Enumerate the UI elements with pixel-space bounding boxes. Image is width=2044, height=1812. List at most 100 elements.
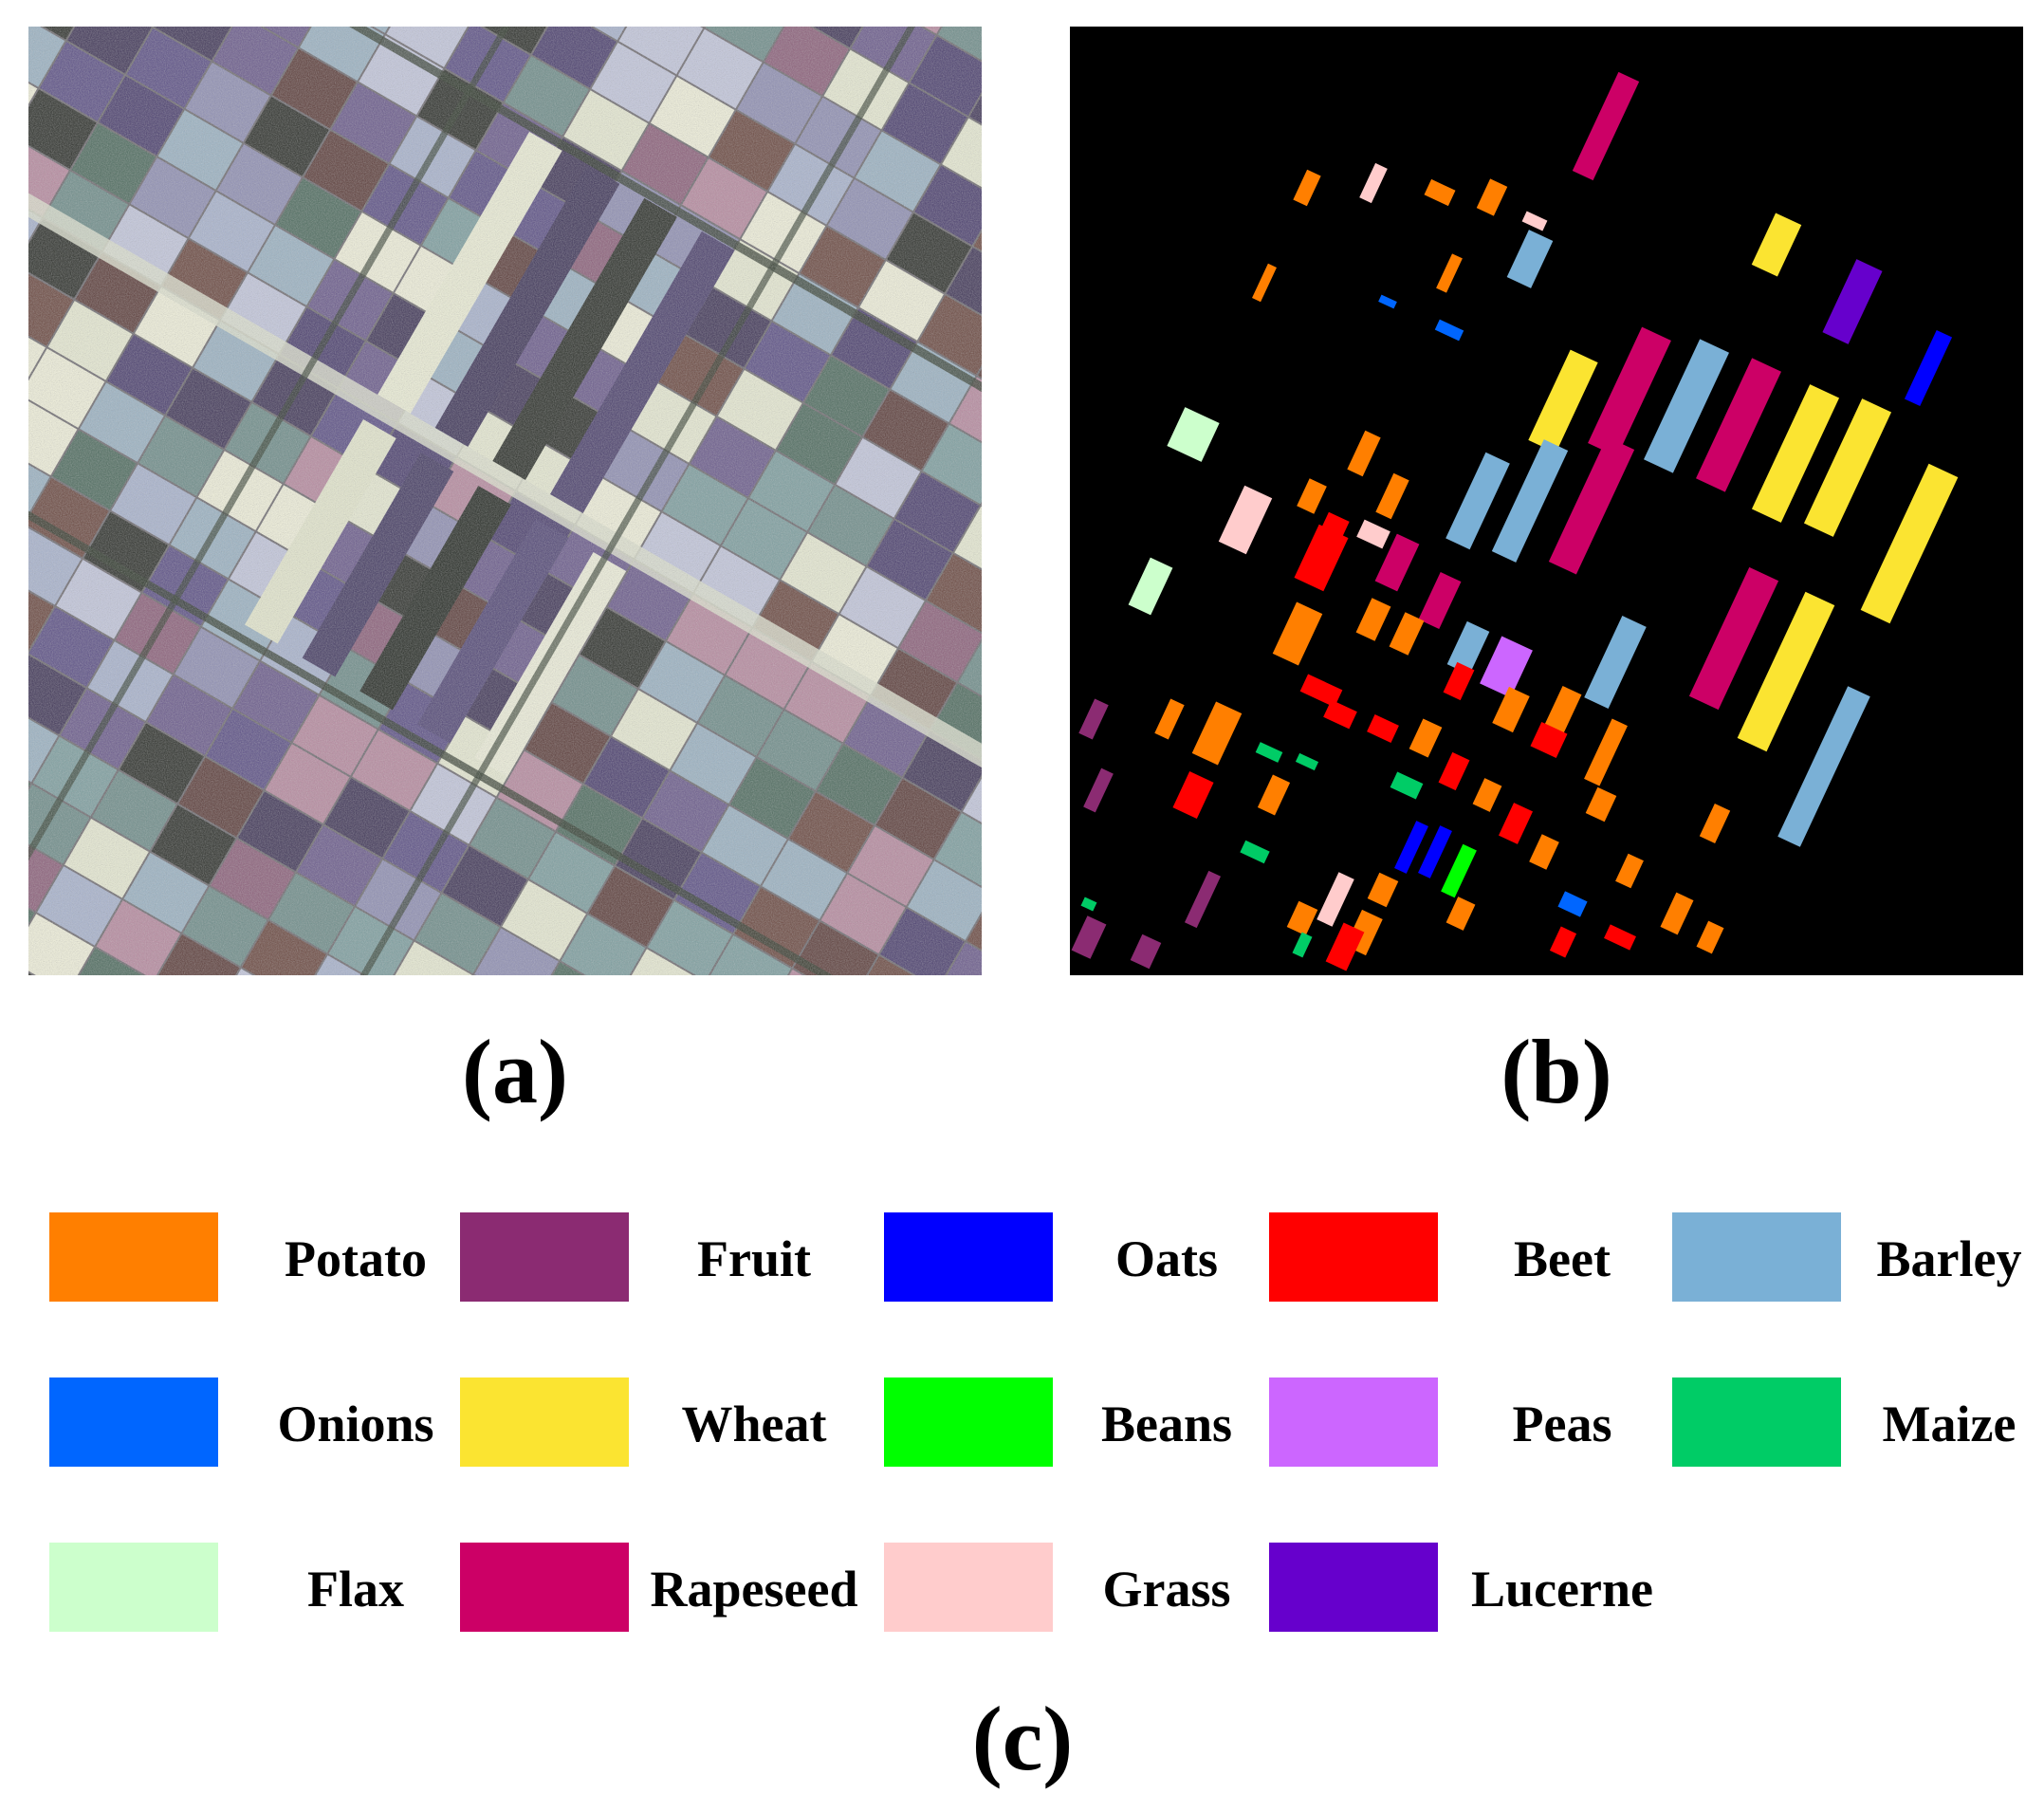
parcel-maize [1255, 742, 1283, 763]
legend-label: Maize [1882, 1396, 2016, 1452]
panel-label-c: (c) [971, 1688, 1074, 1789]
parcel-potato [1293, 169, 1321, 207]
parcel-beet [1294, 524, 1349, 592]
parcel-maize [1292, 932, 1313, 958]
parcel-maize [1080, 897, 1097, 912]
parcel-beet [1530, 721, 1568, 759]
parcel-maize [1240, 840, 1270, 864]
parcel-grass [1356, 519, 1390, 549]
parcel-peas [1480, 636, 1533, 698]
parcel-fruit [1078, 698, 1109, 740]
parcel-wheat [1751, 213, 1802, 277]
parcel-potato [1154, 698, 1185, 740]
legend-swatch [460, 1212, 629, 1302]
parcel-potato [1367, 872, 1399, 908]
parcel-potato [1615, 853, 1644, 889]
parcel-maize [1295, 752, 1319, 771]
parcel-grass [1359, 162, 1388, 204]
panel-label-b: (b) [1501, 1021, 1612, 1122]
parcel-rapeseed [1548, 436, 1635, 575]
legend-label: Flax [307, 1561, 404, 1618]
parcel-potato [1252, 263, 1277, 303]
parcel-barley [1446, 620, 1490, 675]
parcel-potato [1424, 178, 1456, 207]
legend-label: Beans [1100, 1396, 1233, 1452]
legend-swatch [49, 1212, 218, 1302]
parcel-grass [1521, 211, 1548, 231]
legend-label: Rapeseed [650, 1561, 858, 1618]
ground-truth-map-panel [1070, 27, 2023, 975]
parcel-grass [1317, 872, 1354, 927]
parcel-beet [1299, 674, 1343, 708]
parcel-barley [1584, 616, 1647, 709]
parcel-rapeseed [1572, 71, 1640, 181]
parcel-fruit [1071, 915, 1107, 959]
parcel-potato [1347, 430, 1381, 477]
parcel-flax [1128, 557, 1173, 616]
parcel-potato [1297, 478, 1327, 514]
parcel-potato [1492, 686, 1530, 733]
parcel-onions [1378, 294, 1397, 309]
sar-image-panel [28, 27, 982, 975]
parcel-onions [1557, 891, 1588, 917]
parcel-potato [1660, 892, 1694, 935]
parcel-rapeseed [1688, 566, 1779, 711]
legend-swatch [1269, 1212, 1438, 1302]
parcel-wheat [1751, 384, 1840, 523]
parcel-oats [1904, 329, 1953, 407]
parcel-potato [1191, 701, 1243, 766]
legend-label: Grass [1102, 1561, 1231, 1618]
parcel-beet [1499, 803, 1533, 844]
parcel-beet [1443, 661, 1475, 701]
parcel-beet [1323, 699, 1357, 730]
parcel-rapeseed [1588, 326, 1671, 457]
parcel-beet [1367, 714, 1399, 743]
parcel-flax [1167, 407, 1220, 462]
parcel-potato [1436, 253, 1463, 293]
parcel-potato [1375, 472, 1409, 520]
parcel-beet [1321, 511, 1350, 538]
parcel-barley [1446, 452, 1510, 550]
parcel-rapeseed [1374, 533, 1420, 592]
parcel-barley [1644, 339, 1729, 473]
parcel-fruit [1083, 767, 1114, 813]
parcel-wheat [1803, 398, 1892, 537]
legend-label: Peas [1512, 1396, 1612, 1452]
legend-label: Onions [277, 1396, 434, 1452]
parcel-potato [1584, 718, 1628, 786]
parcel-potato [1446, 897, 1476, 931]
legend-swatch [1269, 1543, 1438, 1632]
parcel-potato [1472, 778, 1502, 812]
parcel-potato [1696, 920, 1724, 954]
parcel-wheat [1737, 591, 1835, 752]
parcel-barley [1491, 439, 1569, 563]
legend-swatch [1672, 1212, 1841, 1302]
parcel-barley [1506, 230, 1554, 288]
parcel-beans [1441, 843, 1477, 898]
legend-label: Wheat [681, 1396, 827, 1452]
parcel-wheat [1528, 349, 1598, 453]
legend-swatch [884, 1212, 1053, 1302]
legend-label: Barley [1876, 1230, 2022, 1287]
legend-swatch [884, 1543, 1053, 1632]
legend-label: Lucerne [1471, 1561, 1653, 1618]
legend-label: Fruit [697, 1230, 811, 1287]
parcel-rapeseed [1418, 572, 1462, 629]
legend-label: Oats [1115, 1230, 1218, 1287]
parcel-rapeseed [1696, 358, 1781, 492]
parcel-oats [1418, 825, 1452, 878]
parcel-potato [1529, 834, 1559, 870]
parcel-beet [1172, 771, 1214, 819]
legend-swatch [460, 1543, 629, 1632]
parcel-potato [1355, 598, 1391, 641]
parcel-beet [1325, 922, 1365, 971]
parcel-onions [1434, 319, 1464, 342]
parcel-beet [1604, 924, 1636, 951]
legend-swatch [49, 1543, 218, 1632]
legend-swatch [49, 1377, 218, 1467]
parcel-fruit [1184, 870, 1222, 929]
legend-label: Beet [1514, 1230, 1611, 1287]
parcel-potato [1389, 612, 1425, 656]
parcel-potato [1286, 900, 1318, 936]
